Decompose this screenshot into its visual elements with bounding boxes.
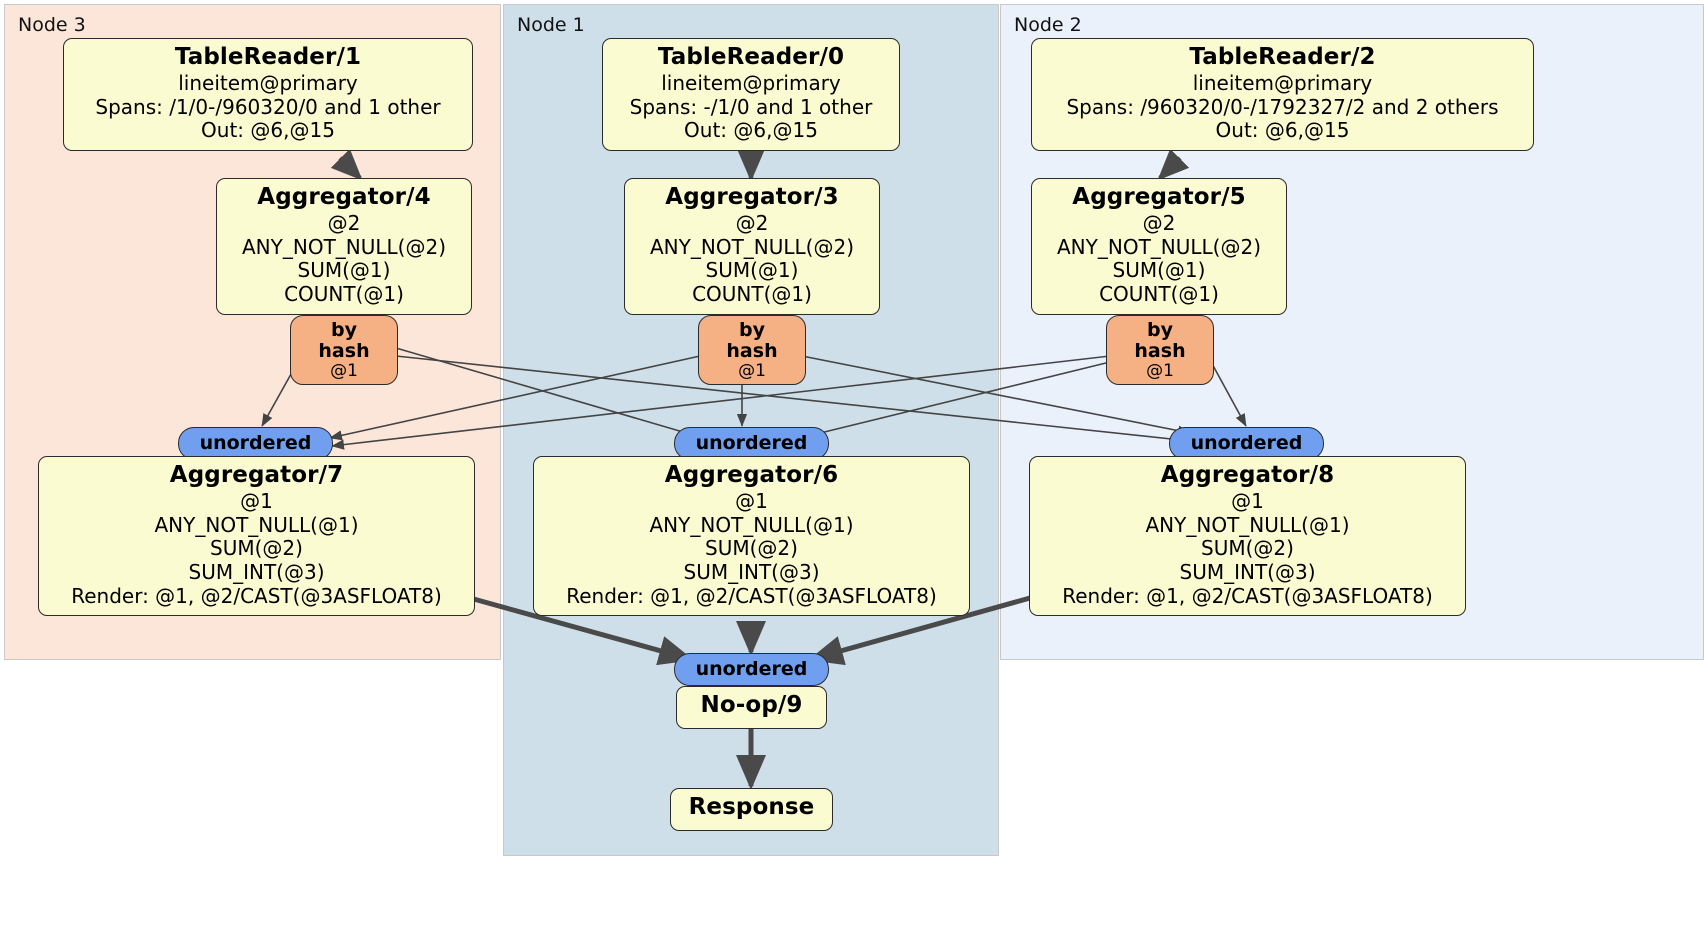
- synchronizer-unordered-center[interactable]: unordered: [674, 427, 829, 460]
- router-title: by hash: [726, 319, 778, 362]
- processor-line: SUM_INT(@3): [1179, 559, 1316, 584]
- processor-line: ANY_NOT_NULL(@1): [1145, 512, 1350, 537]
- processor-line: COUNT(@1): [1099, 281, 1219, 306]
- processor-table-reader-0[interactable]: TableReader/0 lineitem@primary Spans: -/…: [602, 38, 900, 151]
- processor-line: ANY_NOT_NULL(@2): [650, 234, 854, 259]
- processor-aggregator-7[interactable]: Aggregator/7 @1 ANY_NOT_NULL(@1) SUM(@2)…: [38, 456, 475, 617]
- processor-title: TableReader/0: [657, 44, 845, 70]
- processor-title: Response: [688, 794, 815, 820]
- processor-line: Out: @6,@15: [201, 118, 335, 143]
- processor-aggregator-3[interactable]: Aggregator/3 @2 ANY_NOT_NULL(@2) SUM(@1)…: [624, 178, 880, 315]
- processor-line: SUM(@2): [705, 536, 798, 561]
- processor-line: Render: @1, @2/CAST(@3ASFLOAT8): [566, 583, 937, 608]
- processor-line: SUM(@2): [210, 536, 303, 561]
- router-title: by hash: [1134, 319, 1186, 362]
- processor-title: Aggregator/5: [1072, 184, 1246, 210]
- synchronizer-unordered-left[interactable]: unordered: [178, 427, 333, 460]
- processor-line: Spans: /960320/0-/1792327/2 and 2 others: [1066, 94, 1499, 119]
- processor-line: @1: [240, 489, 273, 514]
- router-by-hash-center[interactable]: by hash @1: [698, 315, 806, 386]
- processor-line: ANY_NOT_NULL(@2): [1057, 234, 1261, 259]
- processor-line: @1: [735, 489, 768, 514]
- processor-title: Aggregator/8: [1160, 462, 1335, 488]
- node-label-node2: Node 2: [1014, 14, 1082, 36]
- processor-line: SUM_INT(@3): [188, 559, 325, 584]
- router-title: by hash: [318, 319, 370, 362]
- processor-line: SUM(@2): [1201, 536, 1294, 561]
- processor-line: SUM(@1): [297, 258, 391, 283]
- processor-line: Spans: -/1/0 and 1 other: [629, 94, 873, 119]
- processor-title: No-op/9: [700, 692, 803, 718]
- processor-line: ANY_NOT_NULL(@2): [242, 234, 446, 259]
- processor-line: SUM(@1): [1112, 258, 1206, 283]
- processor-table-reader-2[interactable]: TableReader/2 lineitem@primary Spans: /9…: [1031, 38, 1534, 151]
- router-by-hash-right[interactable]: by hash @1: [1106, 315, 1214, 386]
- router-by-hash-left[interactable]: by hash @1: [290, 315, 398, 386]
- router-column: @1: [1146, 360, 1174, 381]
- processor-line: Render: @1, @2/CAST(@3ASFLOAT8): [71, 583, 442, 608]
- processor-line: lineitem@primary: [661, 71, 841, 96]
- processor-title: Aggregator/4: [257, 184, 431, 210]
- processor-line: @2: [735, 211, 769, 236]
- synchronizer-unordered-final[interactable]: unordered: [674, 653, 829, 686]
- processor-no-op-9[interactable]: No-op/9: [676, 686, 827, 730]
- processor-title: Aggregator/6: [664, 462, 839, 488]
- node-label-node1: Node 1: [517, 14, 585, 36]
- processor-response[interactable]: Response: [670, 788, 833, 832]
- processor-line: lineitem@primary: [1192, 71, 1373, 96]
- processor-title: Aggregator/7: [169, 462, 344, 488]
- node-label-node3: Node 3: [18, 14, 86, 36]
- processor-line: Out: @6,@15: [684, 118, 818, 143]
- processor-aggregator-5[interactable]: Aggregator/5 @2 ANY_NOT_NULL(@2) SUM(@1)…: [1031, 178, 1287, 315]
- processor-line: ANY_NOT_NULL(@1): [154, 512, 359, 537]
- processor-line: Render: @1, @2/CAST(@3ASFLOAT8): [1062, 583, 1433, 608]
- processor-aggregator-6[interactable]: Aggregator/6 @1 ANY_NOT_NULL(@1) SUM(@2)…: [533, 456, 970, 617]
- processor-line: Out: @6,@15: [1215, 118, 1350, 143]
- processor-line: COUNT(@1): [692, 281, 812, 306]
- processor-aggregator-4[interactable]: Aggregator/4 @2 ANY_NOT_NULL(@2) SUM(@1)…: [216, 178, 472, 315]
- processor-line: SUM(@1): [705, 258, 799, 283]
- processor-line: lineitem@primary: [178, 71, 358, 96]
- router-column: @1: [738, 360, 766, 381]
- processor-line: @1: [1231, 489, 1264, 514]
- processor-table-reader-1[interactable]: TableReader/1 lineitem@primary Spans: /1…: [63, 38, 473, 151]
- router-column: @1: [330, 360, 358, 381]
- processor-aggregator-8[interactable]: Aggregator/8 @1 ANY_NOT_NULL(@1) SUM(@2)…: [1029, 456, 1466, 617]
- processor-line: @2: [327, 211, 361, 236]
- processor-line: Spans: /1/0-/960320/0 and 1 other: [95, 94, 441, 119]
- synchronizer-unordered-right[interactable]: unordered: [1169, 427, 1324, 460]
- processor-title: TableReader/1: [174, 44, 362, 70]
- processor-title: TableReader/2: [1189, 44, 1376, 70]
- processor-line: @2: [1142, 211, 1176, 236]
- processor-line: ANY_NOT_NULL(@1): [649, 512, 854, 537]
- processor-title: Aggregator/3: [665, 184, 839, 210]
- processor-line: SUM_INT(@3): [683, 559, 820, 584]
- processor-line: COUNT(@1): [284, 281, 404, 306]
